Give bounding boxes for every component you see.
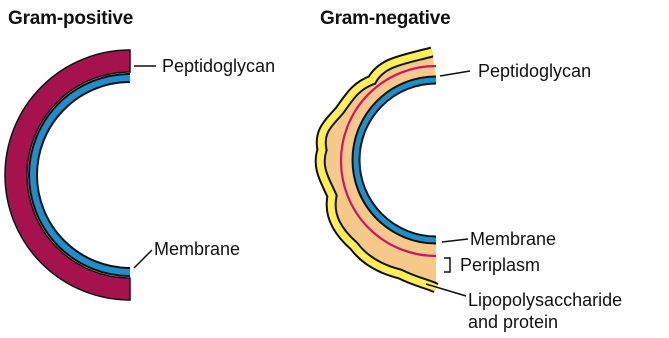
gram-negative-lps-label-line1: Lipopolysaccharide (468, 290, 622, 310)
gram-positive-membrane-label: Membrane (154, 239, 240, 259)
gram-positive-wall (5, 50, 156, 300)
gram-negative-membrane-label: Membrane (470, 229, 556, 249)
gram-negative-lps-label-line2: and protein (468, 312, 558, 332)
gram-negative-peptidoglycan-label: Peptidoglycan (478, 61, 591, 81)
gram-positive-membrane-leader (134, 250, 152, 268)
periplasm-bracket (444, 258, 450, 272)
gram-negative-periplasm-region (320, 52, 436, 288)
gram-negative-membrane-leader (442, 239, 468, 242)
gram-negative-periplasm-label: Periplasm (460, 255, 540, 275)
gram-negative-wall (320, 52, 470, 296)
gram-positive-peptidoglycan-label: Peptidoglycan (162, 56, 275, 76)
gram-negative-peptidoglycan-leader (440, 71, 470, 76)
gram-positive-peptidoglycan-band (5, 50, 130, 300)
